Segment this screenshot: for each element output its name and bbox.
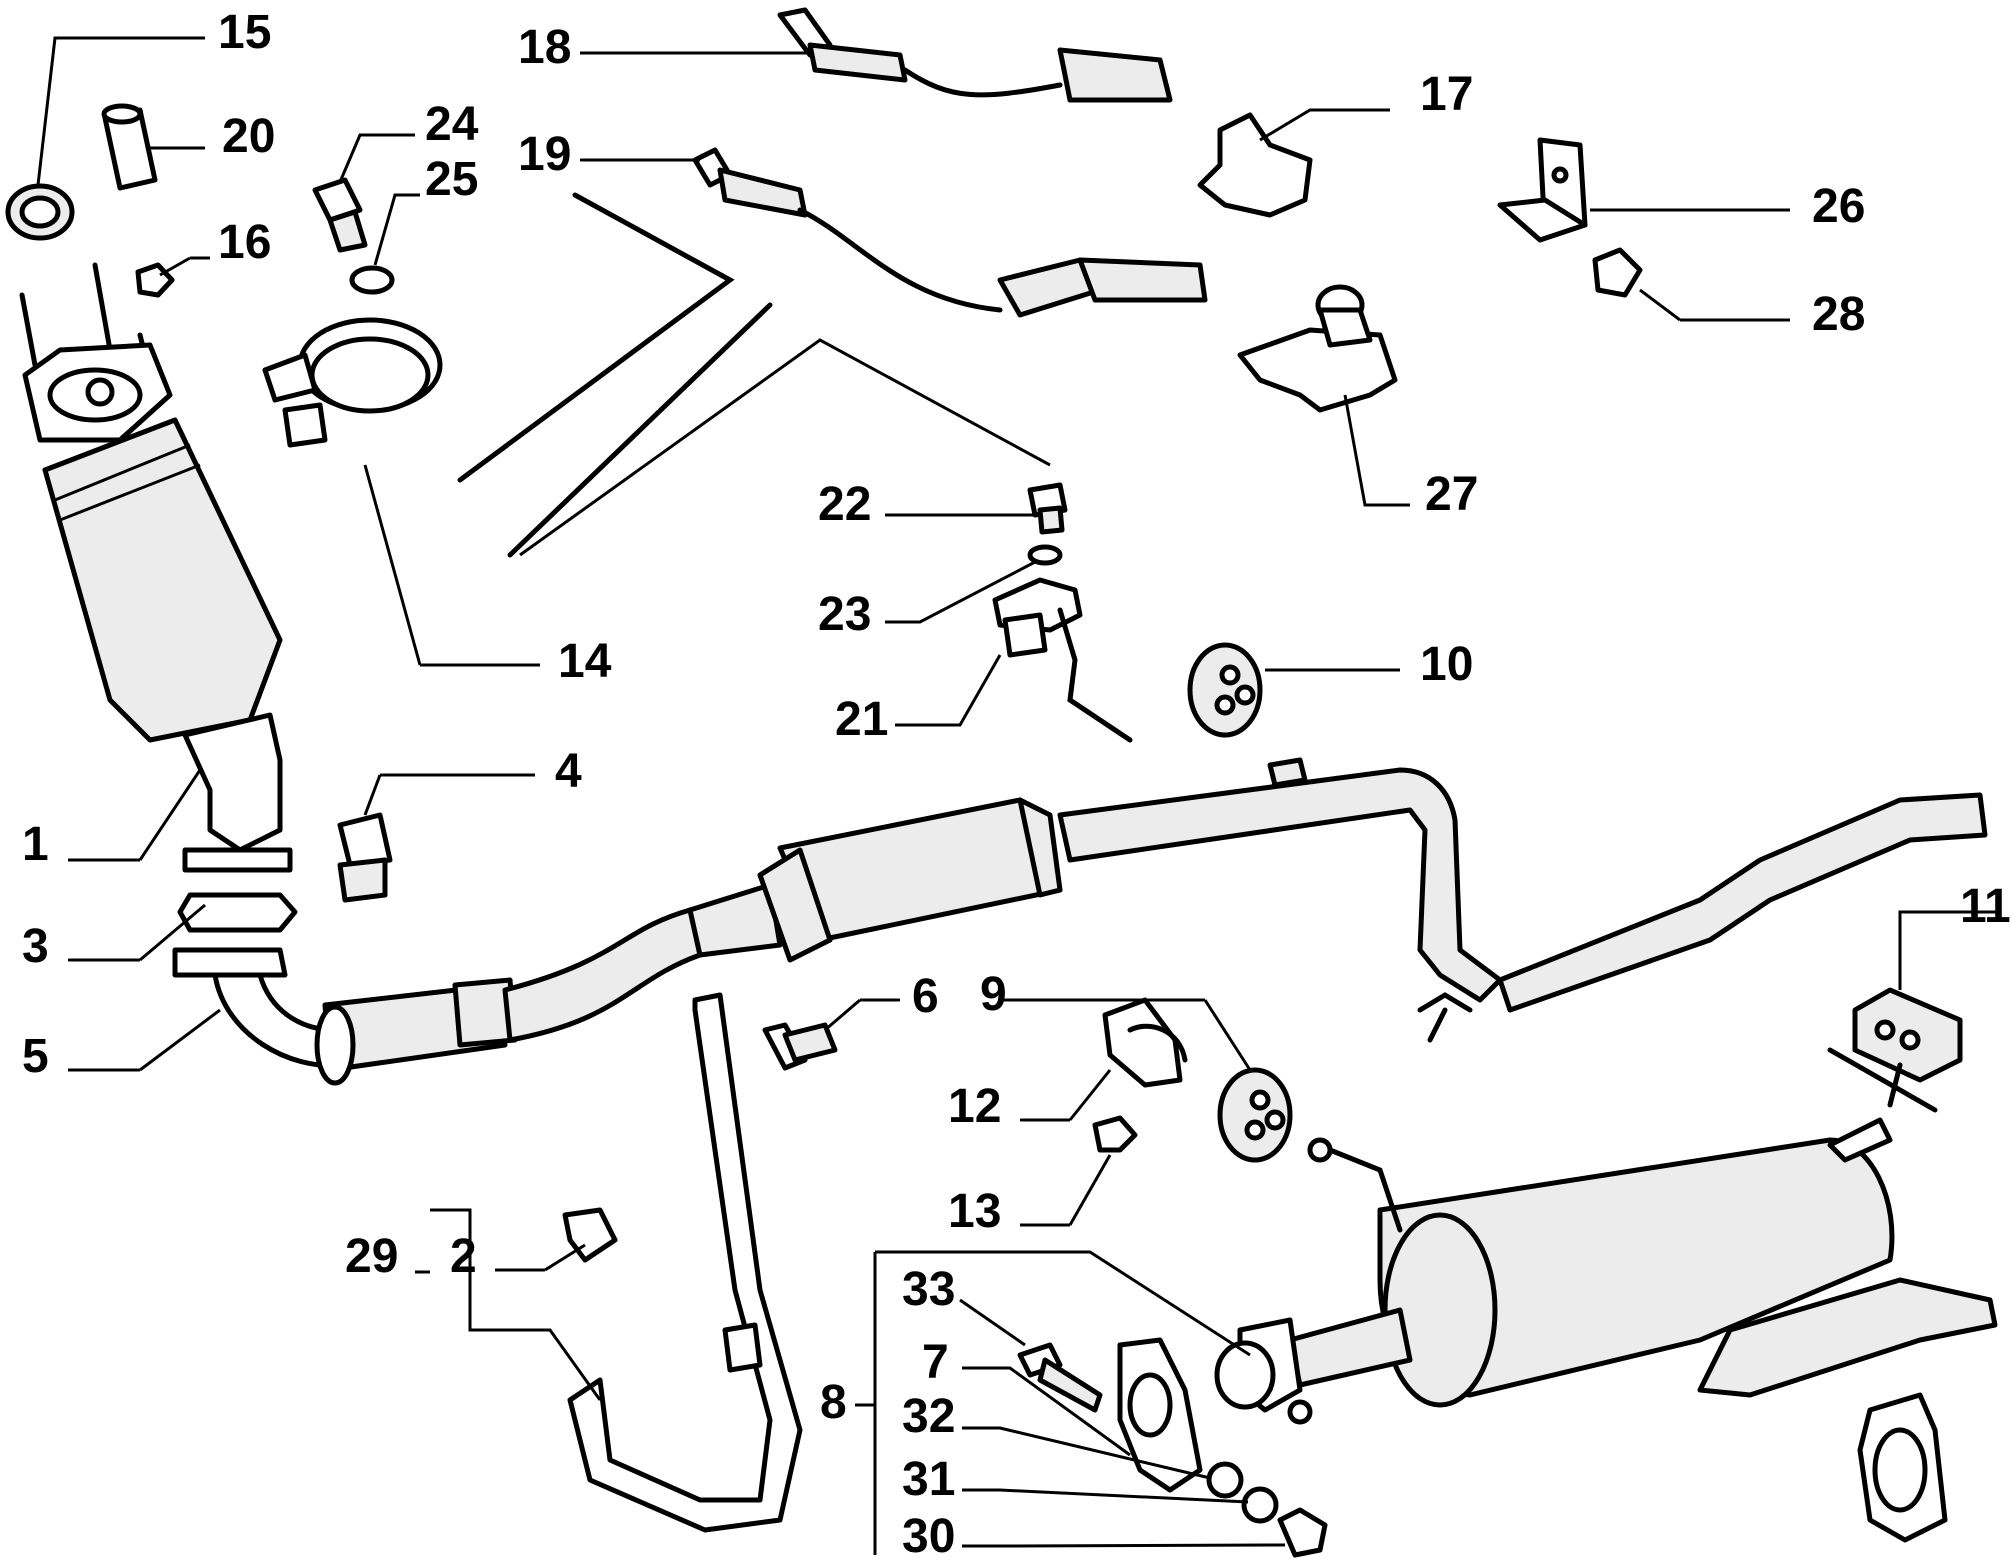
callout-27: 27 bbox=[1425, 468, 1478, 521]
callout-12: 12 bbox=[948, 1080, 1001, 1133]
callout-17: 17 bbox=[1420, 68, 1473, 121]
callout-13: 13 bbox=[948, 1185, 1001, 1238]
callout-29: 29 bbox=[345, 1230, 398, 1283]
callout-19: 19 bbox=[518, 128, 571, 181]
callout-20: 20 bbox=[222, 110, 275, 163]
oxygen-sensor-19-part bbox=[692, 147, 1208, 318]
callout-11: 11 bbox=[1960, 880, 2011, 933]
hanger-part bbox=[1852, 987, 1963, 1083]
mounting-bracket-27-part bbox=[1237, 284, 1398, 413]
callout-18: 18 bbox=[518, 21, 571, 74]
nut-28-part bbox=[1592, 247, 1643, 298]
callout-21: 21 bbox=[835, 693, 888, 746]
rear-clamp-part bbox=[1214, 1317, 1313, 1425]
mount-bracket-part bbox=[1102, 997, 1188, 1088]
sleeve-part bbox=[101, 103, 158, 191]
catalytic-converter-part bbox=[19, 262, 293, 873]
callout-14: 14 bbox=[558, 635, 612, 688]
callout-5: 5 bbox=[22, 1030, 49, 1083]
bolt-22-part bbox=[1027, 482, 1068, 535]
gasket-part bbox=[177, 892, 298, 933]
callout-9: 9 bbox=[980, 968, 1007, 1021]
center-muffler-part bbox=[687, 757, 1988, 1043]
hanger-bracket-21-part bbox=[992, 577, 1133, 743]
washer-23-part bbox=[1027, 544, 1063, 566]
callout-22: 22 bbox=[818, 478, 871, 531]
bracket-clamp-part bbox=[1857, 1392, 1948, 1543]
callout-23: 23 bbox=[818, 588, 871, 641]
rubber-mount-9-part bbox=[1217, 1067, 1293, 1163]
callout-25: 25 bbox=[425, 153, 478, 206]
nut-part bbox=[1092, 1115, 1138, 1153]
washer-25-part bbox=[349, 265, 395, 295]
l-bracket-part bbox=[1497, 137, 1588, 243]
callout-1: 1 bbox=[22, 818, 49, 871]
oxygen-sensor-18-part bbox=[777, 7, 1173, 103]
callout-28: 28 bbox=[1812, 288, 1865, 341]
callout-26: 26 bbox=[1812, 180, 1865, 233]
callout-4: 4 bbox=[555, 745, 582, 798]
callout-10: 10 bbox=[1420, 638, 1473, 691]
gasket-ring-part bbox=[5, 183, 75, 241]
callout-3: 3 bbox=[22, 920, 49, 973]
bolt-part bbox=[762, 1022, 838, 1071]
callout-16: 16 bbox=[218, 216, 271, 269]
strap-bracket-part bbox=[562, 992, 803, 1533]
callout-32: 32 bbox=[902, 1390, 955, 1443]
callout-2: 2 bbox=[450, 1230, 477, 1283]
clamp-kit-part bbox=[1017, 1337, 1328, 1558]
callout-24: 24 bbox=[425, 98, 479, 151]
callout-6: 6 bbox=[912, 970, 939, 1023]
rear-muffler-part bbox=[1287, 1117, 1998, 1408]
callout-7: 7 bbox=[922, 1336, 949, 1389]
callout-8: 8 bbox=[820, 1376, 847, 1429]
callout-15: 15 bbox=[218, 6, 271, 59]
callout-30: 30 bbox=[902, 1510, 955, 1561]
bolt-24-part bbox=[312, 177, 368, 253]
stud-bolt-part bbox=[337, 812, 393, 903]
front-pipe-part bbox=[172, 907, 703, 1086]
rubber-mount-10-part bbox=[1187, 642, 1263, 738]
exhaust-clamp-part bbox=[262, 317, 443, 448]
callout-33: 33 bbox=[902, 1263, 955, 1316]
bracket-17-part bbox=[1197, 112, 1313, 218]
callout-31: 31 bbox=[902, 1453, 955, 1506]
